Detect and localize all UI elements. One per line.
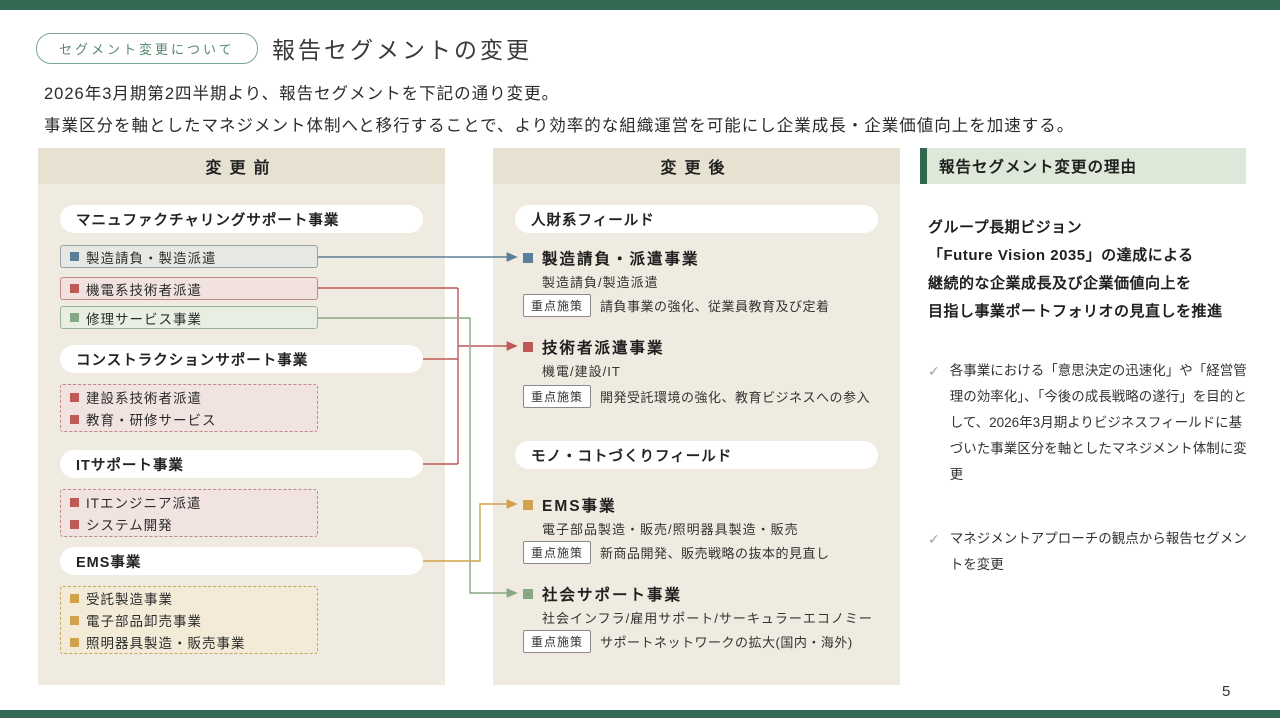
before-item-kyoiku: 教育・研修サービス bbox=[70, 409, 308, 429]
bullet-square-icon bbox=[523, 253, 533, 263]
reasons-lead-line: グループ長期ビジョン bbox=[928, 219, 1083, 236]
bullet-square-icon bbox=[523, 589, 533, 599]
page-title: 報告セグメントの変更 bbox=[272, 37, 532, 63]
after-business-measure-row: 重点施策 請負事業の強化、従業員教育及び定着 bbox=[523, 294, 830, 317]
before-item-label: 電子部品卸売事業 bbox=[86, 614, 202, 629]
before-item-system-dev: システム開発 bbox=[70, 514, 308, 534]
before-item-label: ITエンジニア派遣 bbox=[86, 496, 202, 511]
after-business-name: 社会サポート事業 bbox=[542, 587, 683, 604]
after-business-gijutsusha-haken: 技術者派遣事業 bbox=[523, 336, 665, 358]
intro-line-1: 2026年3月期第2四半期より、報告セグメントを下記の通り変更。 bbox=[44, 85, 560, 103]
before-item-label: システム開発 bbox=[86, 518, 173, 533]
check-icon: ✓ bbox=[928, 363, 940, 379]
bullet-square-icon bbox=[70, 313, 79, 322]
bullet-square-icon bbox=[523, 500, 533, 510]
after-business-sub: 社会インフラ/雇用サポート/サーキュラーエコノミー bbox=[542, 611, 873, 626]
priority-measure-text: サポートネットワークの拡大(国内・海外) bbox=[600, 635, 853, 650]
bullet-square-icon bbox=[70, 519, 79, 529]
after-business-measure-row: 重点施策 サポートネットワークの拡大(国内・海外) bbox=[523, 630, 853, 653]
after-business-shakai-support: 社会サポート事業 bbox=[523, 583, 682, 605]
before-item-label: 建設系技術者派遣 bbox=[86, 391, 202, 406]
before-item-label: 照明器具製造・販売事業 bbox=[86, 636, 246, 651]
before-item-shomei-kigu: 照明器具製造・販売事業 bbox=[70, 632, 308, 652]
reasons-bullet-text: マネジメントアプローチの観点から報告セグメントを変更 bbox=[949, 531, 1247, 572]
reasons-lead: グループ長期ビジョン 「Future Vision 2035」の達成による 継続… bbox=[928, 214, 1223, 326]
before-item-label: 教育・研修サービス bbox=[86, 413, 217, 428]
priority-measure-badge: 重点施策 bbox=[523, 541, 592, 564]
reasons-lead-line: 目指し事業ポートフォリオの見直しを推進 bbox=[928, 303, 1223, 320]
before-group-it-items: ITエンジニア派遣 システム開発 bbox=[60, 489, 318, 537]
reasons-bullet-2: ✓ マネジメントアプローチの観点から報告セグメントを変更 bbox=[928, 526, 1248, 578]
before-item-shuri: 修理サービス事業 bbox=[60, 306, 318, 329]
priority-measure-badge: 重点施策 bbox=[523, 385, 592, 408]
bullet-square-icon bbox=[70, 414, 79, 424]
after-business-sub: 機電/建設/IT bbox=[542, 364, 621, 379]
before-column-header: 変更前 bbox=[38, 148, 445, 184]
after-field-monokoto: モノ・コトづくりフィールド bbox=[515, 441, 878, 469]
priority-measure-badge: 重点施策 bbox=[523, 630, 592, 653]
after-business-name: EMS事業 bbox=[542, 498, 617, 515]
bullet-square-icon bbox=[70, 252, 79, 261]
check-icon: ✓ bbox=[928, 531, 940, 547]
after-field-jinzai: 人財系フィールド bbox=[515, 205, 878, 233]
before-column: 変更前 マニュファクチャリングサポート事業 製造請負・製造派遣 機電系技術者派遣… bbox=[38, 148, 445, 685]
intro-line-2: 事業区分を軸としたマネジメント体制へと移行することで、より効率的な組織運営を可能… bbox=[44, 117, 1075, 135]
before-item-label: 修理サービス事業 bbox=[86, 311, 202, 327]
bullet-square-icon bbox=[70, 392, 79, 402]
after-business-name: 製造請負・派遣事業 bbox=[542, 251, 700, 268]
bottom-accent-bar bbox=[0, 710, 1280, 718]
reasons-bullet-1: ✓ 各事業における「意思決定の迅速化」や「経営管理の効率化」、「今後の成長戦略の… bbox=[928, 358, 1248, 488]
priority-measure-text: 新商品開発、販売戦略の抜本的見直し bbox=[600, 546, 830, 561]
before-item-label: 機電系技術者派遣 bbox=[86, 282, 202, 298]
bullet-square-icon bbox=[70, 497, 79, 507]
after-business-seizo-ukeoi-haken: 製造請負・派遣事業 bbox=[523, 247, 700, 269]
reasons-lead-line: 「Future Vision 2035」の達成による bbox=[928, 247, 1194, 264]
bullet-square-icon bbox=[70, 593, 79, 603]
before-item-denshi-oroshiuri: 電子部品卸売事業 bbox=[70, 610, 308, 630]
before-item-it-engineer: ITエンジニア派遣 bbox=[70, 492, 308, 512]
before-item-label: 受託製造事業 bbox=[86, 592, 173, 607]
page-number: 5 bbox=[1222, 683, 1231, 700]
priority-measure-text: 請負事業の強化、従業員教育及び定着 bbox=[600, 299, 830, 314]
reasons-lead-line: 継続的な企業成長及び企業価値向上を bbox=[928, 275, 1192, 292]
section-badge: セグメント変更について bbox=[36, 33, 258, 64]
bullet-square-icon bbox=[70, 615, 79, 625]
before-item-jutaku-seizo: 受託製造事業 bbox=[70, 588, 308, 608]
before-section-construction: コンストラクションサポート事業 bbox=[60, 345, 423, 373]
before-section-manufacturing: マニュファクチャリングサポート事業 bbox=[60, 205, 423, 233]
bullet-square-icon bbox=[523, 342, 533, 352]
section-badge-label: セグメント変更について bbox=[59, 42, 235, 57]
after-business-measure-row: 重点施策 開発受託環境の強化、教育ビジネスへの参入 bbox=[523, 385, 870, 408]
after-business-measure-row: 重点施策 新商品開発、販売戦略の抜本的見直し bbox=[523, 541, 830, 564]
reasons-header: 報告セグメント変更の理由 bbox=[920, 148, 1246, 184]
before-item-kensetsu: 建設系技術者派遣 bbox=[70, 387, 308, 407]
after-column-header: 変更後 bbox=[493, 148, 900, 184]
after-business-sub: 製造請負/製造派遣 bbox=[542, 275, 659, 290]
bullet-square-icon bbox=[70, 637, 79, 647]
before-group-construction-items: 建設系技術者派遣 教育・研修サービス bbox=[60, 384, 318, 432]
top-accent-bar bbox=[0, 0, 1280, 10]
before-group-ems-items: 受託製造事業 電子部品卸売事業 照明器具製造・販売事業 bbox=[60, 586, 318, 654]
before-section-ems: EMS事業 bbox=[60, 547, 423, 575]
after-column: 変更後 人財系フィールド 製造請負・派遣事業 製造請負/製造派遣 重点施策 請負… bbox=[493, 148, 900, 685]
after-business-name: 技術者派遣事業 bbox=[542, 340, 665, 357]
before-item-label: 製造請負・製造派遣 bbox=[86, 250, 217, 266]
reasons-bullet-text: 各事業における「意思決定の迅速化」や「経営管理の効率化」、「今後の成長戦略の遂行… bbox=[949, 363, 1247, 482]
before-section-it-support: ITサポート事業 bbox=[60, 450, 423, 478]
before-item-kiden: 機電系技術者派遣 bbox=[60, 277, 318, 300]
bullet-square-icon bbox=[70, 284, 79, 293]
priority-measure-badge: 重点施策 bbox=[523, 294, 592, 317]
priority-measure-text: 開発受託環境の強化、教育ビジネスへの参入 bbox=[600, 390, 871, 405]
after-business-ems: EMS事業 bbox=[523, 494, 617, 516]
before-item-seizo-ukeoi: 製造請負・製造派遣 bbox=[60, 245, 318, 268]
after-business-sub: 電子部品製造・販売/照明器具製造・販売 bbox=[542, 522, 799, 537]
